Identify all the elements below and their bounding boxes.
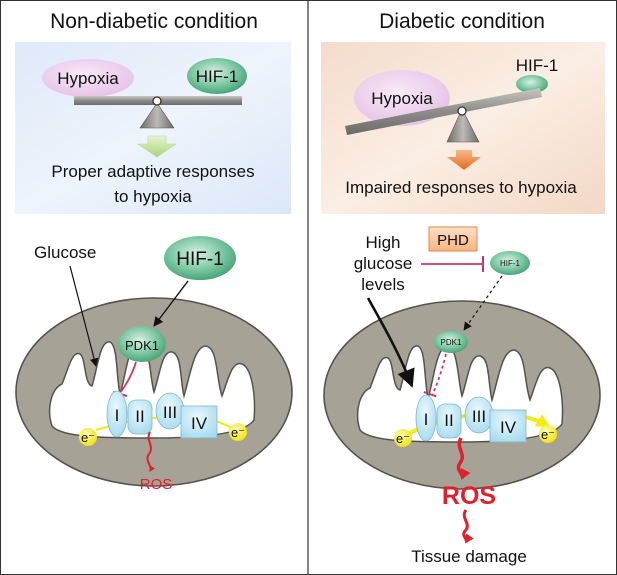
right-glucose-line3: levels [361, 275, 404, 294]
right-complex-iv [489, 409, 527, 443]
left-complex-iii-label: III [163, 403, 177, 422]
left-pdk-node [118, 326, 166, 362]
left-complex-ii-label: II [135, 407, 144, 426]
left-heading: Non-diabetic condition [50, 10, 258, 33]
right-hif-node [490, 251, 530, 275]
right-glucose-arrow [366, 297, 415, 388]
right-glucose-line2: glucose [354, 254, 413, 273]
left-ros-label: ROS [140, 476, 173, 493]
left-hif-weight [187, 58, 247, 94]
left-hif-node-label: HIF-1 [176, 249, 224, 270]
left-complex-ii [127, 399, 153, 435]
right-complex-ii [436, 403, 462, 439]
left-hif-node [164, 236, 236, 280]
right-panel: Diabetic condition HIF-1 Hypoxia Impaire… [321, 10, 605, 566]
right-pdk-label: PDK1 [441, 338, 462, 347]
left-hypoxia-weight [42, 59, 134, 97]
right-complex-ii-label: II [444, 411, 453, 430]
right-hif-node-label: HIF-1 [500, 259, 521, 268]
left-outcome-line2: to hypoxia [114, 187, 192, 206]
right-complex-i-label: I [424, 410, 429, 429]
right-electron-out [539, 425, 557, 443]
left-hif-label: HIF-1 [196, 67, 239, 86]
right-outcome-line1: Impaired responses to hypoxia [345, 178, 577, 197]
left-complex-iv-label: IV [191, 414, 208, 433]
left-balance-pivot [152, 96, 162, 106]
left-electron-out [229, 423, 247, 441]
right-electron-in-label: e⁻ [396, 431, 410, 446]
left-outcome-line1: Proper adaptive responses [51, 162, 254, 181]
left-hif-to-pdk-arrow [153, 280, 189, 327]
right-balance-beam [345, 88, 542, 135]
right-balance-pivot [457, 106, 467, 116]
left-outcome-arrow [137, 135, 177, 158]
right-ros-label: ROS [442, 482, 496, 510]
left-complex-iv [180, 405, 218, 439]
right-electron-in [394, 429, 412, 447]
right-glucose-line1: High [366, 233, 401, 252]
right-complex-i [415, 394, 437, 442]
right-phd-box [428, 226, 478, 252]
left-panel: Non-diabetic condition Hypoxia HIF-1 Pro… [15, 10, 293, 493]
left-complex-i [106, 390, 128, 438]
left-balance-fulcrum [139, 102, 175, 129]
left-complex-i-label: I [115, 406, 120, 425]
right-hypoxia-label: Hypoxia [371, 89, 433, 108]
right-complex-iii-label: III [472, 407, 486, 426]
right-phd-label: PHD [437, 232, 469, 249]
left-ros-arrow [146, 431, 156, 473]
right-damage-arrow [462, 509, 474, 544]
left-pdk-label: PDK1 [125, 338, 159, 353]
right-outcome-label: Tissue damage [411, 547, 527, 566]
right-balance-fulcrum [446, 108, 480, 143]
right-heading: Diabetic condition [379, 10, 545, 33]
right-pdk-node [434, 331, 468, 353]
right-outcome-arrow [447, 150, 481, 170]
right-complex-iv-label: IV [500, 418, 517, 437]
right-pdk-inhibition-bar [423, 391, 439, 398]
left-electron-out-label: e⁻ [231, 425, 245, 440]
right-hif-label: HIF-1 [516, 56, 559, 75]
right-electron-out-label: e⁻ [541, 427, 555, 442]
left-glucose-arrow [69, 265, 99, 367]
right-ros-arrow [456, 437, 471, 480]
left-glucose-label: Glucose [34, 243, 96, 262]
left-hypoxia-label: Hypoxia [57, 69, 119, 88]
left-electron-in [79, 428, 97, 446]
right-hif-to-pdk-arrow [463, 275, 503, 331]
left-pdk-inhibition-line [119, 361, 137, 394]
left-electron-in-label: e⁻ [81, 430, 95, 445]
